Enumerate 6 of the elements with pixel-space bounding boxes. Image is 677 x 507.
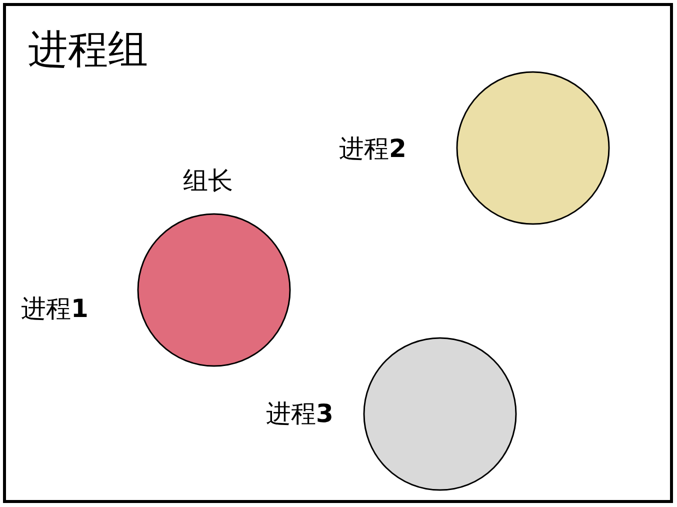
process-label: 组长 — [183, 166, 233, 196]
process-label: 进程1 — [21, 294, 88, 324]
process-label: 进程2 — [339, 134, 406, 164]
process-label: 进程3 — [266, 399, 334, 429]
group-box — [3, 3, 673, 503]
group-title: 进程组 — [28, 26, 148, 74]
